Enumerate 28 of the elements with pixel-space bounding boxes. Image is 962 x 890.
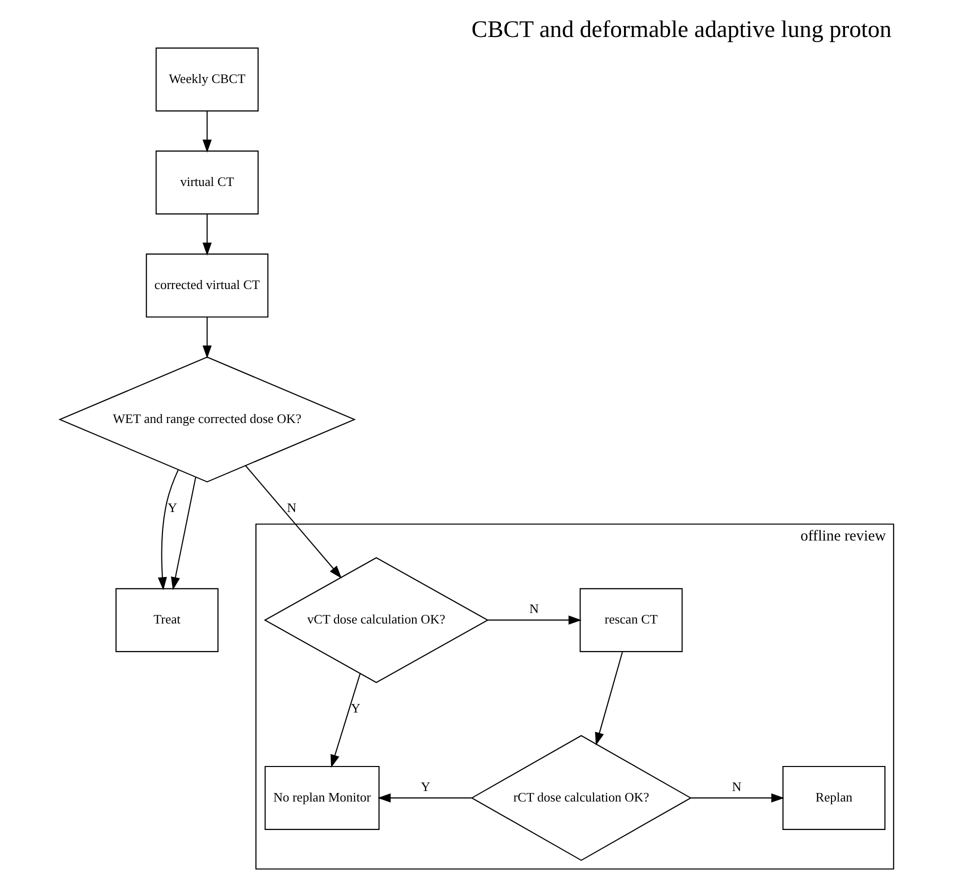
node-box: Replan xyxy=(782,765,886,830)
arrow xyxy=(488,615,582,624)
node-diamond: WET and range corrected dose OK? xyxy=(58,356,356,482)
arrow xyxy=(158,469,179,590)
node-box: No replan Monitor xyxy=(264,765,380,830)
node-box: rescan CT xyxy=(580,588,683,652)
arrow xyxy=(690,792,784,802)
arrow xyxy=(595,651,623,745)
arrow xyxy=(170,476,196,590)
node-diamond: rCT dose calculation OK? xyxy=(470,734,692,860)
arrow xyxy=(202,110,212,152)
edge-label: N xyxy=(529,600,539,616)
node-box: Weekly CBCT xyxy=(156,47,259,111)
edge-label: N xyxy=(732,778,742,794)
arrow xyxy=(378,792,472,802)
node-diamond: vCT dose calculation OK? xyxy=(264,556,489,683)
edge-label: Y xyxy=(420,778,430,794)
edge-label: N xyxy=(287,499,296,514)
arrow xyxy=(202,316,212,358)
diagram-title: CBCT and deformable adaptive lung proton xyxy=(472,16,892,42)
node-box: corrected virtual CT xyxy=(146,253,268,318)
edge-label: Y xyxy=(351,700,360,715)
node-box: Treat xyxy=(116,588,219,652)
node-box: virtual CT xyxy=(156,150,259,214)
arrow xyxy=(245,464,342,578)
arrow xyxy=(202,214,212,256)
arrow xyxy=(330,673,361,768)
edge-label: Y xyxy=(168,499,178,514)
